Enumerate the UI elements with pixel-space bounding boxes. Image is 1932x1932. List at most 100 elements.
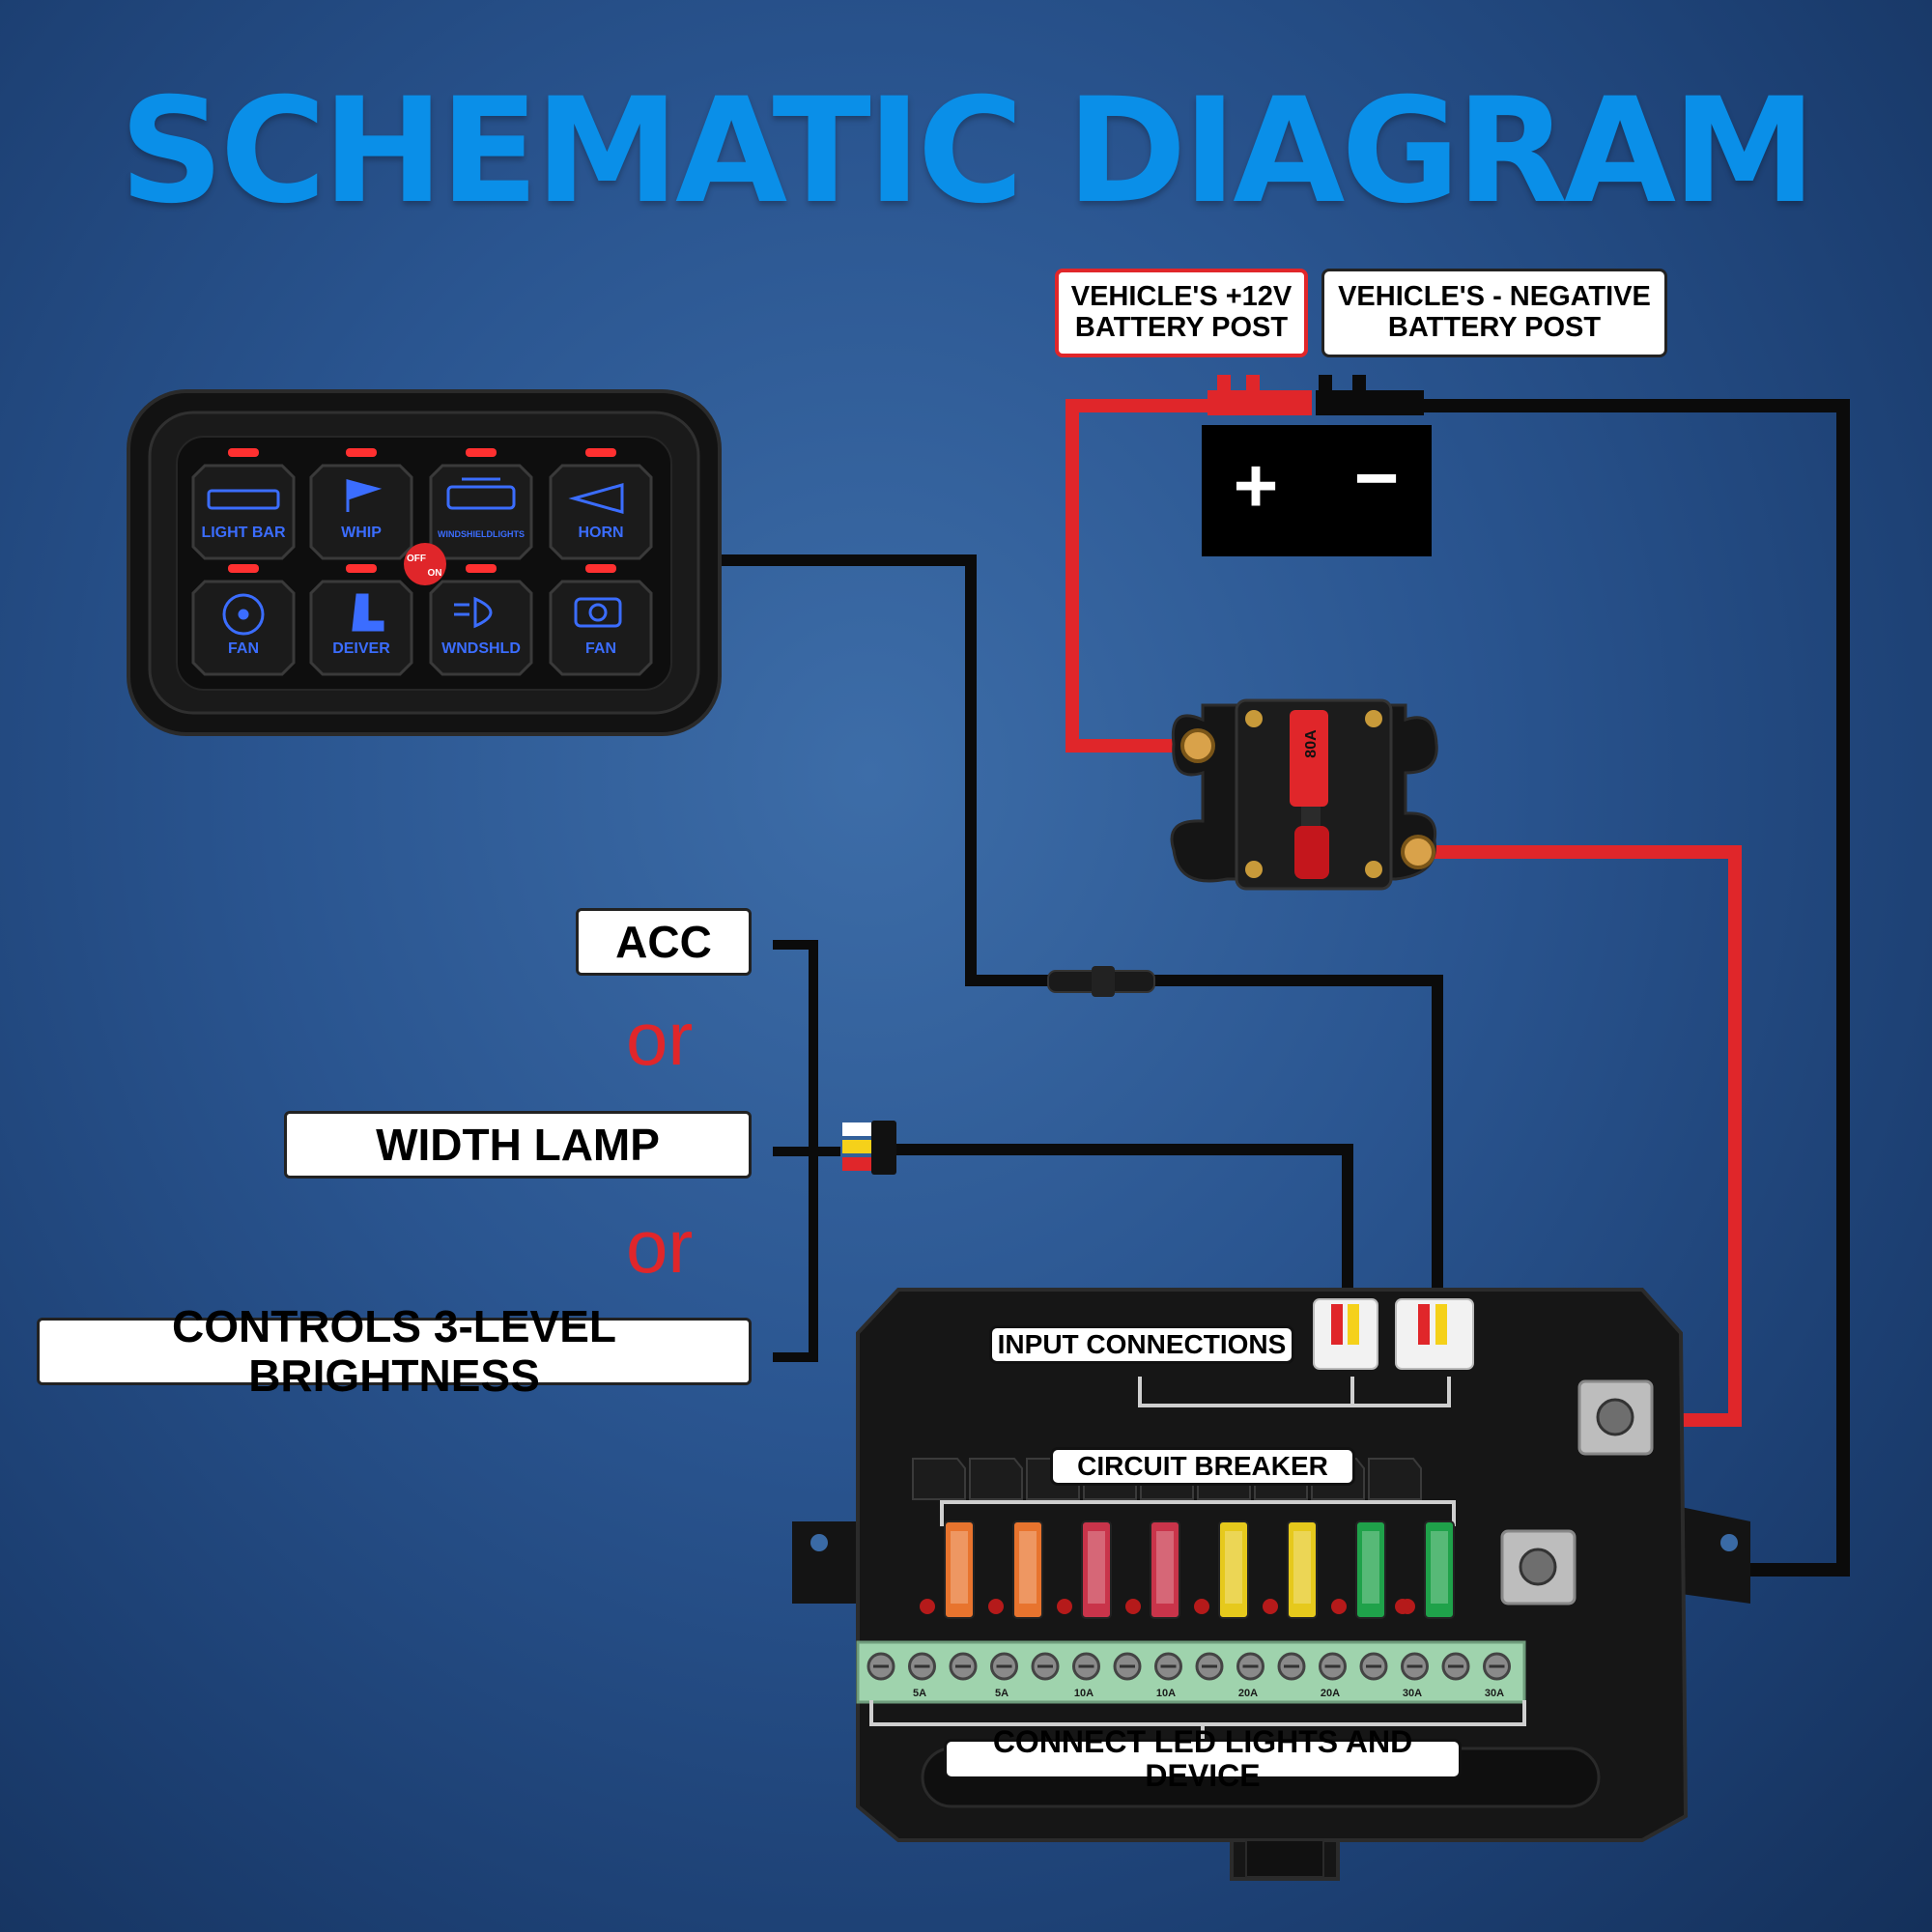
on-off-toggle[interactable]: OFF ON [404,543,446,585]
input-connections-label: INPUT CONNECTIONS [989,1325,1294,1364]
terminal-screw[interactable] [1154,1652,1182,1681]
positive-post-line2: BATTERY POST [1074,312,1289,343]
negative-post-line2: BATTERY POST [1387,312,1602,343]
blade-fuse[interactable] [1424,1520,1455,1619]
switch-button-2[interactable]: WHIP [309,448,413,560]
switch-button-3[interactable]: WINDSHIELDLIGHTS [429,448,533,560]
blade-fuse[interactable] [1218,1520,1249,1619]
fuse-indicator-led [1331,1599,1347,1614]
switch-button-label: WHIP [341,525,382,541]
positive-post-label: VEHICLE'S +12V BATTERY POST [1055,269,1308,357]
switch-button-7[interactable]: WNDSHLD [429,564,533,676]
terminal-screw[interactable] [990,1652,1018,1681]
terminal-screw[interactable] [949,1652,978,1681]
switch-button-1[interactable]: LIGHT BAR [191,448,296,560]
switch-panel: LIGHT BAR WHIP WINDSHIELDLIGHTS HORN FAN DEIV… [127,389,722,736]
indicator-led [585,448,616,457]
blade-fuse[interactable] [1287,1520,1318,1619]
terminal-screw[interactable] [1277,1652,1306,1681]
terminal-screw[interactable] [1113,1652,1142,1681]
terminal-screw[interactable] [1195,1652,1224,1681]
switch-button-label: FAN [228,640,259,657]
terminal-rating: 5A [913,1688,926,1699]
light-bar-icon [207,489,280,510]
red-wire-breaker-to-controller [1430,845,1742,1427]
or-label-2: or [626,1204,694,1289]
or-label-1: or [626,996,694,1081]
three-wire-plug [842,1121,896,1175]
switch-button-label: LIGHT BAR [201,525,286,541]
circuit-breaker-label: CIRCUIT BREAKER [1050,1447,1355,1486]
switch-button-label: HORN [578,525,623,541]
terminal-screw[interactable] [1401,1652,1429,1681]
connect-led-label: CONNECT LED LIGHTS AND DEVICE [944,1724,1462,1793]
terminal-screw[interactable] [1031,1652,1060,1681]
blade-fuse[interactable] [1355,1520,1386,1619]
input-socket-left [1313,1298,1378,1370]
terminal-screw[interactable] [1441,1652,1470,1681]
switch-button-5[interactable]: FAN [191,564,296,676]
circuit-breaker-80a: 80A [1170,698,1438,891]
positive-post-line1: VEHICLE'S +12V [1070,281,1293,313]
blade-fuse[interactable] [944,1520,975,1619]
switch-button-label: DEIVER [332,640,390,657]
battery-minus-symbol: − [1354,435,1400,521]
terminal-screw[interactable] [1072,1652,1100,1681]
terminal-screw[interactable] [1319,1652,1347,1681]
indicator-led [346,448,377,457]
brightness-label: CONTROLS 3-LEVEL BRIGHTNESS [37,1302,752,1400]
battery-plus-symbol: + [1234,442,1279,528]
terminal-screw[interactable] [867,1652,895,1681]
switch-button-6[interactable]: DEIVER [309,564,413,676]
indicator-led [466,564,497,573]
terminal-rating: 30A [1403,1688,1422,1699]
acc-label: ACC [576,908,752,976]
inline-connector [1047,966,1155,997]
switch-button-8[interactable]: FAN [549,564,653,676]
terminal-screw[interactable] [908,1652,936,1681]
fuse-indicator-led [988,1599,1004,1614]
terminal-screw[interactable] [1483,1652,1511,1681]
indicator-led [466,448,497,457]
negative-stud [1500,1529,1577,1605]
switch-button-label: FAN [585,640,616,657]
blade-fuse[interactable] [1150,1520,1180,1619]
seat-heater-icon [352,593,384,632]
terminal-rating: 30A [1485,1688,1504,1699]
blade-fuse[interactable] [1012,1520,1043,1619]
terminal-rating: 10A [1156,1688,1176,1699]
terminal-rating: 20A [1238,1688,1258,1699]
positive-stud [1577,1379,1654,1456]
indicator-led [346,564,377,573]
negative-post-label: VEHICLE'S - NEGATIVE BATTERY POST [1321,269,1667,357]
breaker-slot [969,1458,1023,1500]
page-title: SCHEMATIC DIAGRAM [119,68,1817,236]
width-lamp-label: WIDTH LAMP [284,1111,752,1179]
indicator-led [228,564,259,573]
switch-button-4[interactable]: HORN [549,448,653,560]
fuse-indicator-led [1125,1599,1141,1614]
breaker-slot [912,1458,966,1500]
toggle-off-label: OFF [407,554,426,564]
fuse-row [920,1520,1455,1619]
flag-icon [346,479,383,512]
headlight-icon [454,596,493,629]
red-wire-battery-to-breaker [1065,399,1261,753]
indicator-led [228,448,259,457]
toggle-on-label: ON [428,568,442,579]
breaker-slot [1368,1458,1422,1500]
terminal-rating: 10A [1074,1688,1094,1699]
input-bracket [773,940,840,1362]
blade-fuse[interactable] [1081,1520,1112,1619]
terminal-screw[interactable] [1359,1652,1388,1681]
terminal-screw[interactable] [1236,1652,1264,1681]
terminal-rating: 5A [995,1688,1009,1699]
fan-icon [222,593,265,636]
battery: + − [1202,375,1432,556]
fuse-indicator-led [920,1599,935,1614]
switch-buttons: LIGHT BAR WHIP WINDSHIELDLIGHTS HORN FAN DEIV… [191,448,653,676]
